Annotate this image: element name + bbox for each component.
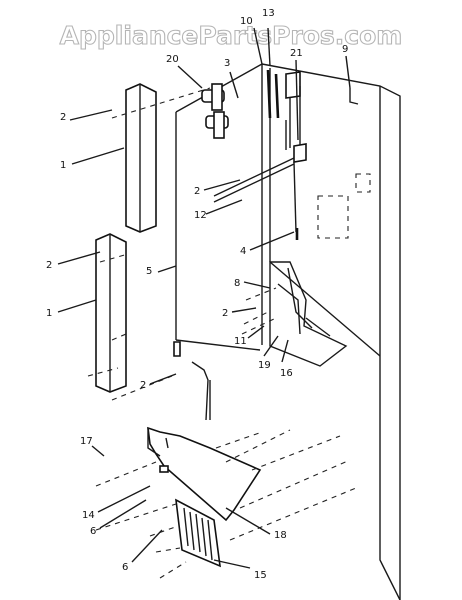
callout-20: 20 xyxy=(166,54,179,65)
grille-15 xyxy=(175,498,221,568)
callout-2: 2 xyxy=(60,112,66,123)
callout-5: 5 xyxy=(146,266,152,277)
callout-18: 18 xyxy=(274,530,287,541)
callout-1: 1 xyxy=(60,160,66,171)
callout-2: 2 xyxy=(46,260,52,271)
callout-17: 17 xyxy=(80,436,93,447)
callout-11: 11 xyxy=(234,336,247,347)
callout-2: 2 xyxy=(194,186,200,197)
callout-19: 19 xyxy=(258,360,271,371)
rod-assembly xyxy=(293,161,299,240)
side-trim-upper xyxy=(125,83,157,233)
bottom-cover xyxy=(147,426,262,522)
watermark-text: AppliancePartsPros.com xyxy=(60,21,403,50)
callout-15: 15 xyxy=(254,570,267,581)
callout-4: 4 xyxy=(240,246,246,257)
dashed-leaders xyxy=(87,87,357,579)
callout-9: 9 xyxy=(342,44,348,55)
callout-13: 13 xyxy=(262,8,275,19)
cabinet-side-wall xyxy=(261,63,401,600)
side-trim-lower xyxy=(95,233,127,393)
callout-2: 2 xyxy=(140,380,146,391)
large-label-plate xyxy=(317,195,349,239)
lower-compartment xyxy=(269,261,348,367)
callout-labels: 2 1 2 1 3 20 5 10 13 21 9 2 12 4 8 2 11 … xyxy=(46,8,348,581)
lower-bracket xyxy=(173,341,211,421)
callout-6: 6 xyxy=(122,562,128,573)
callout-1: 1 xyxy=(46,308,52,319)
callout-8: 8 xyxy=(234,278,240,289)
callout-16: 16 xyxy=(280,368,293,379)
callout-14: 14 xyxy=(82,510,95,521)
small-label-plate xyxy=(355,173,371,193)
clip-9 xyxy=(349,88,359,105)
fittings-3-20 xyxy=(201,83,229,139)
callout-12: 12 xyxy=(194,210,207,221)
top-tubing-assembly xyxy=(266,69,301,150)
callout-21: 21 xyxy=(290,48,303,59)
callout-3: 3 xyxy=(224,58,230,69)
bracket-21 xyxy=(293,143,307,163)
callout-2: 2 xyxy=(222,308,228,319)
callout-leaders xyxy=(57,27,351,569)
rail-12 xyxy=(213,157,295,203)
callout-6: 6 xyxy=(90,526,96,537)
callout-10: 10 xyxy=(240,16,253,27)
